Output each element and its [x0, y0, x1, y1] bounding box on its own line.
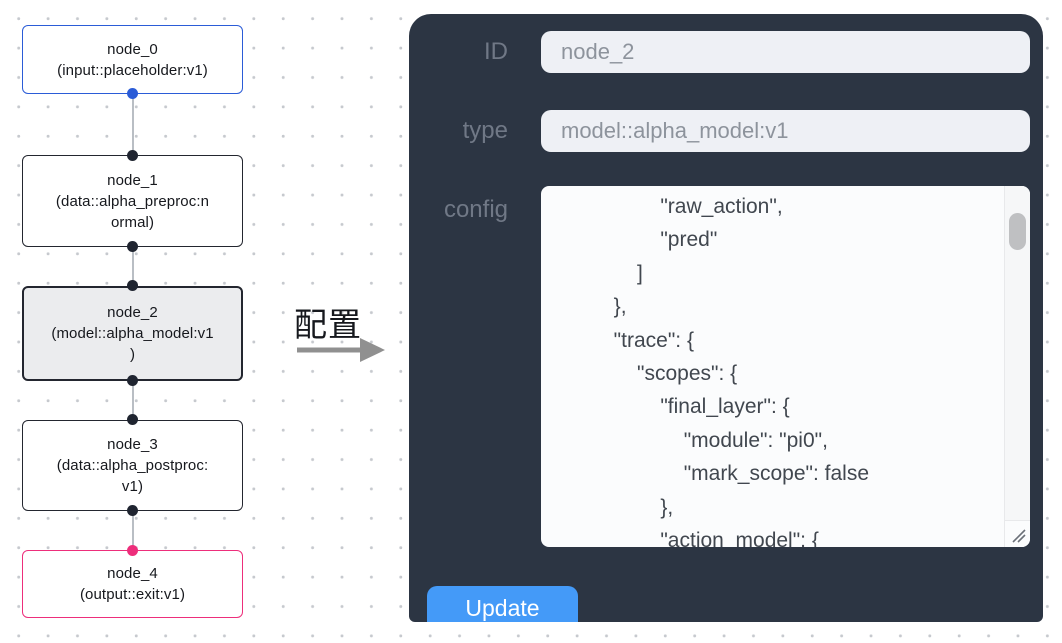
resize-grip-icon [1012, 529, 1026, 543]
config-json-text: "raw_action", "pred" ] }, "trace": { "sc… [613, 195, 870, 547]
handle-node4-top[interactable] [127, 545, 138, 556]
handle-node1-bottom[interactable] [127, 241, 138, 252]
handle-node3-bottom[interactable] [127, 505, 138, 516]
edge-node2-node3 [131, 381, 134, 420]
edge-node0-node1 [131, 94, 134, 156]
node-label: node_1 (data::alpha_preproc:n ormal) [55, 171, 210, 231]
config-scrollbar-thumb[interactable] [1009, 213, 1026, 250]
update-button-label: Update [465, 595, 540, 621]
node-label: node_0 (input::placeholder:v1) [57, 40, 208, 79]
config-textarea[interactable]: "raw_action", "pred" ] }, "trace": { "sc… [541, 186, 1030, 547]
config-field-label: config [443, 196, 508, 223]
textarea-resize-corner[interactable] [1004, 520, 1030, 547]
node-label: node_3 (data::alpha_postproc: v1) [56, 436, 209, 495]
type-field-label: type [462, 117, 508, 144]
id-input[interactable] [541, 31, 1030, 73]
flow-node-node-4[interactable]: node_4 (output::exit:v1) [22, 550, 243, 618]
handle-node0-bottom[interactable] [127, 88, 138, 99]
flow-node-node-0[interactable]: node_0 (input::placeholder:v1) [22, 25, 243, 94]
node-label: node_4 (output::exit:v1) [79, 565, 186, 603]
handle-node2-bottom[interactable] [127, 375, 138, 386]
edge-node1-node2 [131, 247, 134, 286]
handle-node3-top[interactable] [127, 414, 138, 425]
config-scrollbar-track[interactable] [1004, 186, 1030, 520]
node-config-panel: ID type config "raw_action", "pred" ] },… [409, 14, 1043, 622]
type-input[interactable] [541, 110, 1030, 152]
node-label: node_2 (model::alpha_model:v1 ) [51, 304, 214, 363]
edge-node3-node4 [131, 511, 134, 551]
id-field-label: ID [484, 38, 508, 65]
flow-node-node-2-selected[interactable]: node_2 (model::alpha_model:v1 ) [22, 286, 243, 381]
flow-node-node-3[interactable]: node_3 (data::alpha_postproc: v1) [22, 420, 243, 511]
handle-node2-top[interactable] [127, 280, 138, 291]
right-arrow-icon [297, 338, 385, 362]
handle-node1-top[interactable] [127, 150, 138, 161]
configure-annotation-label: 配置 [294, 306, 362, 343]
update-button[interactable]: Update [427, 586, 578, 622]
flow-node-node-1[interactable]: node_1 (data::alpha_preproc:n ormal) [22, 155, 243, 247]
